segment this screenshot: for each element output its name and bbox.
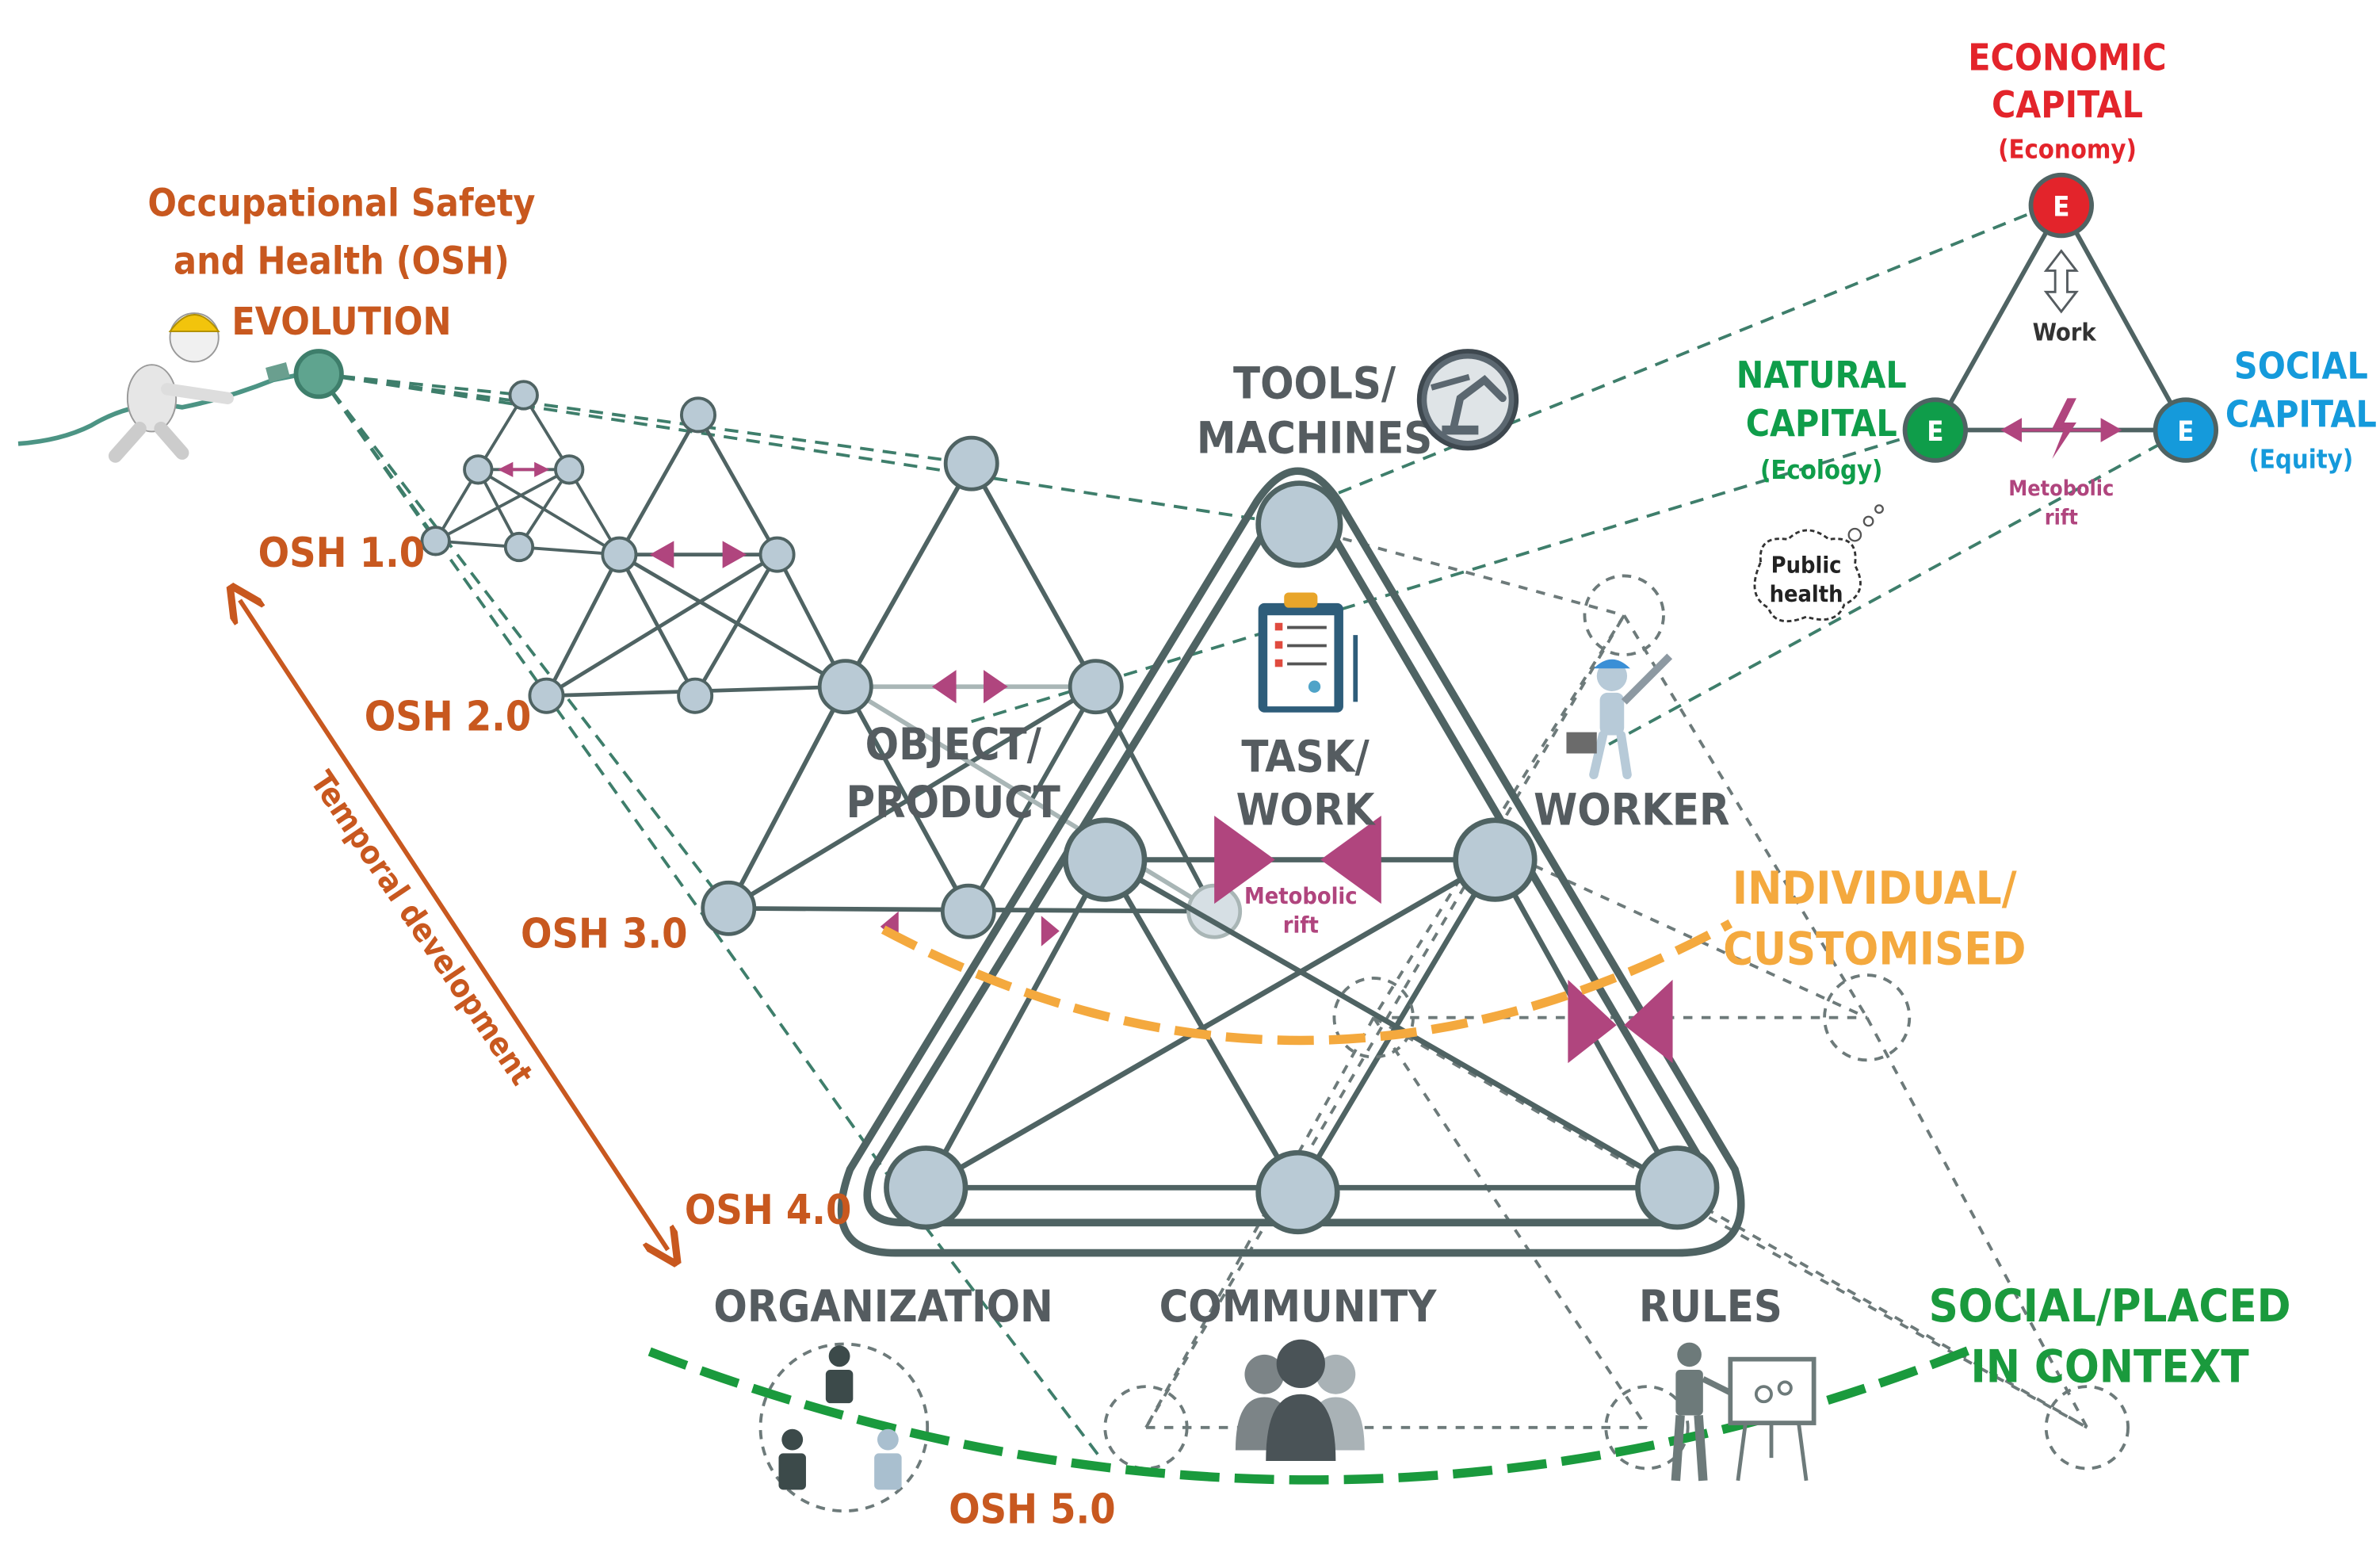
natural-label-2: CAPITAL: [1746, 402, 1897, 445]
worker-node: [1453, 817, 1538, 902]
economic-node: [2028, 172, 2094, 239]
tools-label-1: TOOLS/: [1233, 358, 1396, 409]
worker-label: WORKER: [1534, 784, 1729, 836]
temporal-arrow: [240, 600, 668, 1250]
social-label-sub: (Equity): [2249, 444, 2354, 474]
object-label-2: PRODUCT: [846, 777, 1060, 828]
osh2-rift-arrows: [649, 541, 747, 568]
title-line3: EVOLUTION: [231, 300, 451, 344]
economic-label-sub: (Economy): [1998, 135, 2137, 165]
capital-rift-line2: rift: [2045, 505, 2078, 530]
organization-people-icon: [778, 1345, 902, 1490]
osh4-label: OSH 4.0: [685, 1187, 852, 1234]
title-line1: Occupational Safety: [147, 182, 535, 226]
osh3-nodes: [701, 435, 1243, 939]
clipboard-icon: [1258, 592, 1358, 713]
osh1-label: OSH 1.0: [258, 530, 426, 577]
osh1-nodes: [420, 380, 585, 563]
activity-labels: TOOLS/ MACHINES OBJECT/ PRODUCT TASK/ WO…: [713, 358, 1782, 1332]
organization-label: ORGANIZATION: [713, 1281, 1053, 1333]
economic-label-1: ECONOMIC: [1968, 36, 2166, 79]
natural-label-sub: (Ecology): [1760, 455, 1882, 485]
osh4-rift-arrows: [1214, 816, 1673, 1064]
community-label: COMMUNITY: [1159, 1281, 1438, 1333]
organization-node: [884, 1145, 968, 1230]
metabolic-rift-line2: rift: [1283, 911, 1319, 938]
public-health-line1: Public: [1771, 552, 1842, 579]
temporal-label: Temporal development: [303, 765, 540, 1092]
social-placed-label-2: IN CONTEXT: [1970, 1340, 2248, 1393]
public-health-bubble: Public health: [1753, 504, 1884, 623]
individual-arc: [881, 919, 1733, 1046]
task-label-2: WORK: [1236, 784, 1377, 836]
rules-node: [1635, 1145, 1720, 1230]
robot-arm-icon: [1416, 349, 1519, 451]
public-health-line2: health: [1770, 580, 1843, 607]
title-line2: and Health (OSH): [174, 239, 510, 283]
osh1-network: [434, 394, 621, 556]
capital-labels: ECONOMIC CAPITAL (Economy) NATURAL CAPIT…: [1736, 36, 2377, 485]
lightning-icon: [2052, 398, 2076, 459]
natural-node-letter: E: [1927, 416, 1943, 448]
ghost-nodes: [758, 574, 2130, 1513]
metabolic-rift-line1: Metobolic: [1244, 882, 1358, 909]
community-node: [1255, 1149, 1340, 1235]
social-label-2: CAPITAL: [2225, 393, 2377, 436]
work-label: Work: [2033, 319, 2097, 347]
individual-label-2: CUSTOMISED: [1723, 923, 2026, 976]
osh3-light-edges: [844, 684, 1216, 914]
task-label-1: TASK/: [1241, 731, 1370, 782]
tools-node: [1255, 480, 1343, 568]
natural-node: [1902, 397, 1969, 463]
osh1-rift-arrows: [498, 461, 550, 477]
title-block: Occupational Safety and Health (OSH) EVO…: [147, 182, 535, 344]
osh3-label: OSH 3.0: [521, 911, 688, 958]
social-node: [2153, 397, 2219, 463]
natural-label-1: NATURAL: [1736, 354, 1907, 396]
rules-label: RULES: [1639, 1281, 1782, 1333]
social-placed-label-1: SOCIAL/PLACED: [1929, 1279, 2291, 1333]
worker-with-wrench-icon: [1566, 653, 1673, 780]
economic-label-2: CAPITAL: [1992, 83, 2143, 126]
osh5-label: OSH 5.0: [949, 1486, 1116, 1533]
capital-rift-line1: Metobolic: [2008, 476, 2114, 501]
osh-level-labels: OSH 1.0 OSH 2.0 OSH 3.0 OSH 4.0 OSH 5.0: [258, 530, 1116, 1534]
social-label-1: SOCIAL: [2234, 344, 2368, 387]
work-double-arrow-icon: [2043, 249, 2079, 314]
object-label-1: OBJECT/: [865, 719, 1042, 771]
osh4-nodes: [884, 480, 1720, 1235]
capital-triangle: E E E Work Metobolic rift: [1902, 172, 2219, 530]
individual-label-1: INDIVIDUAL/: [1732, 862, 2017, 915]
worker-with-hose-icon: [17, 312, 304, 463]
social-node-letter: E: [2177, 416, 2194, 448]
tools-label-2: MACHINES: [1197, 412, 1432, 464]
presenter-board-icon: [1671, 1342, 1817, 1482]
object-node: [1063, 817, 1148, 902]
evolution-origin-node: [293, 349, 344, 400]
osh2-label: OSH 2.0: [365, 694, 532, 741]
economic-node-letter: E: [2053, 192, 2069, 224]
osh3-rift-arrows: [880, 670, 1060, 946]
osh2-network: [544, 414, 847, 698]
community-group-icon: [1235, 1339, 1365, 1461]
